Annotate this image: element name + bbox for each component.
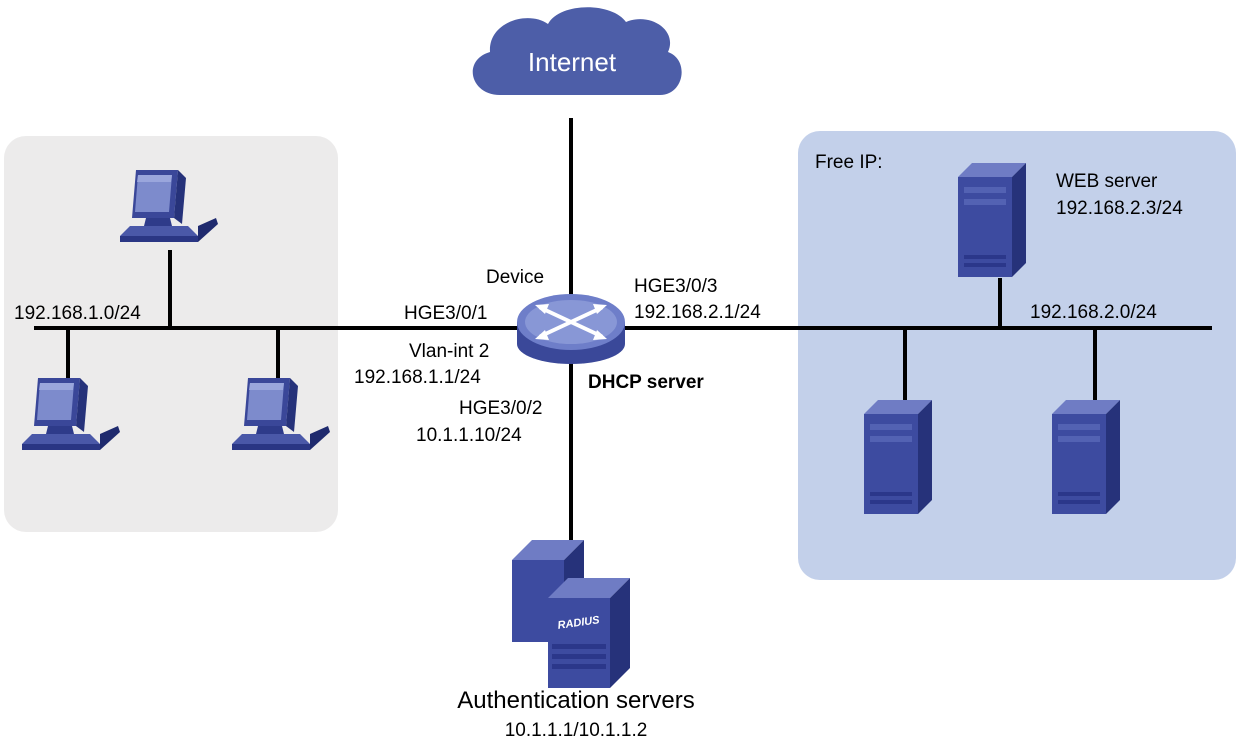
right-subnet-label: 192.168.2.0/24 [1030, 302, 1157, 323]
web-server-name: WEB server [1056, 171, 1158, 192]
device-role: DHCP server [588, 372, 704, 393]
radius-server-icon: RADIUS [512, 540, 630, 688]
server-icon [1052, 400, 1120, 514]
internet-label: Internet [528, 47, 617, 77]
port-bottom-ip: 10.1.1.10/24 [416, 425, 522, 446]
server-icon [958, 163, 1026, 277]
left-subnet-zone [4, 136, 338, 532]
cloud-icon: Internet [472, 7, 682, 95]
device-name: Device [486, 267, 544, 288]
free-ip-label: Free IP: [815, 152, 883, 173]
port-left-ip: 192.168.1.1/24 [354, 367, 481, 388]
port-right-ip: 192.168.2.1/24 [634, 302, 761, 323]
radius-badge: RADIUS [557, 614, 601, 632]
web-server-ip: 192.168.2.3/24 [1056, 198, 1183, 219]
port-left-name: HGE3/0/1 [404, 303, 487, 324]
port-bottom-name: HGE3/0/2 [459, 398, 542, 419]
auth-servers-ips: 10.1.1.1/10.1.1.2 [505, 720, 648, 741]
auth-servers-label: Authentication servers [457, 687, 694, 714]
port-left-vlan: Vlan-int 2 [409, 341, 489, 362]
server-icon [864, 400, 932, 514]
switch-icon [517, 294, 625, 364]
left-subnet-label: 192.168.1.0/24 [14, 303, 141, 324]
port-right-name: HGE3/0/3 [634, 276, 717, 297]
